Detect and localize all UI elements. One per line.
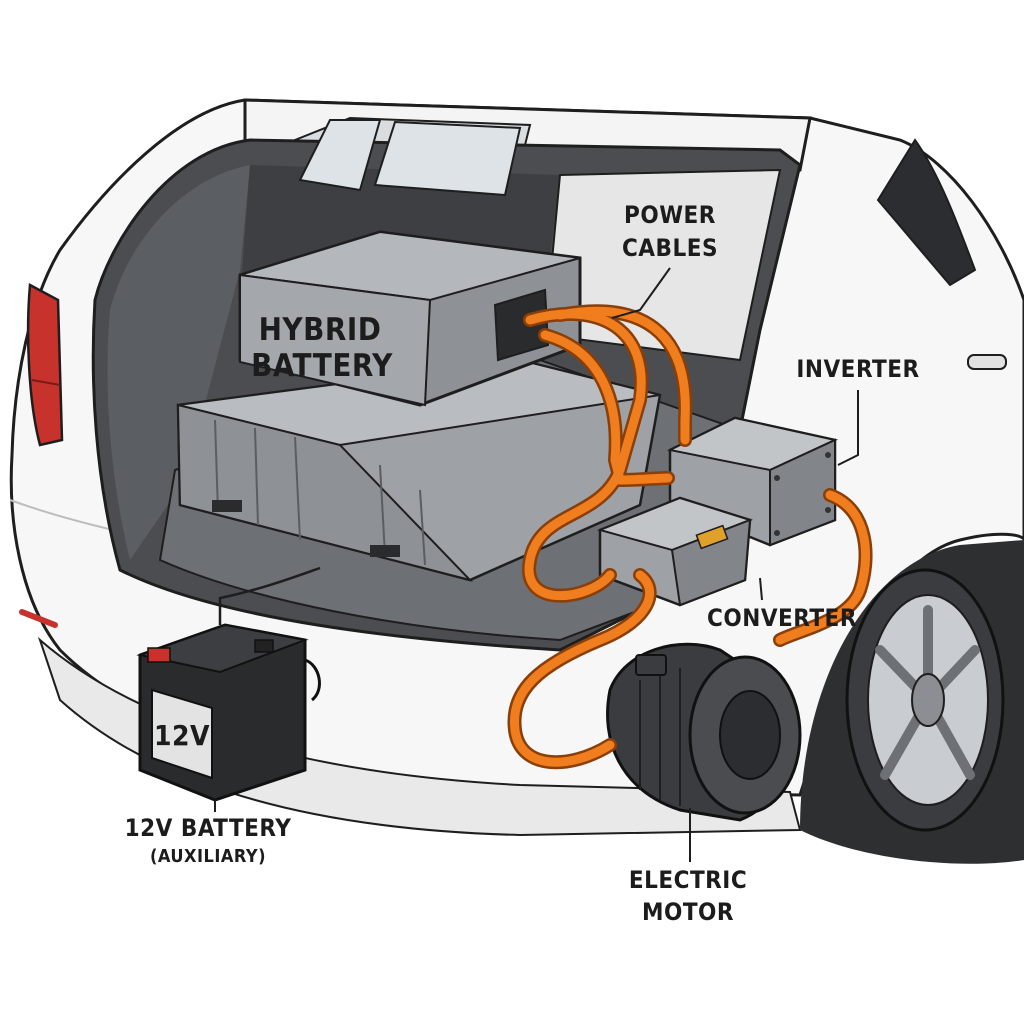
callout-lines [214, 267, 859, 862]
power-cables-label-line2: CABLES [622, 234, 718, 262]
converter-warning-tag [695, 524, 729, 550]
hybrid-battery-label-line2: BATTERY [251, 348, 393, 384]
converter-label: CONVERTER [707, 604, 857, 632]
electric-motor [606, 642, 802, 822]
aux-battery-label-line2: (AUXILIARY) [150, 846, 266, 867]
hybrid-battery-label-line1: HYBRID [259, 312, 382, 348]
aux-battery: 12V [136, 623, 321, 802]
rear-wheel [800, 540, 1024, 864]
power-cables [507, 304, 873, 770]
aux-battery-wire [218, 566, 321, 625]
power-cables-label-line1: POWER [624, 201, 716, 229]
inverter-label: INVERTER [796, 355, 919, 383]
electric-motor-label-line2: MOTOR [642, 898, 734, 926]
aux-battery-face-label: 12V [154, 719, 210, 752]
positive-terminal-icon [147, 647, 171, 663]
electric-motor-label-line1: ELECTRIC [629, 866, 747, 894]
door-handle [967, 354, 1007, 370]
hybrid-battery: HYBRID BATTERY [238, 230, 582, 407]
labels: POWER CABLES INVERTER CONVERTER 12V BATT… [125, 201, 920, 926]
aux-battery-label-line1: 12V BATTERY [125, 814, 292, 842]
negative-terminal-icon [254, 639, 274, 653]
